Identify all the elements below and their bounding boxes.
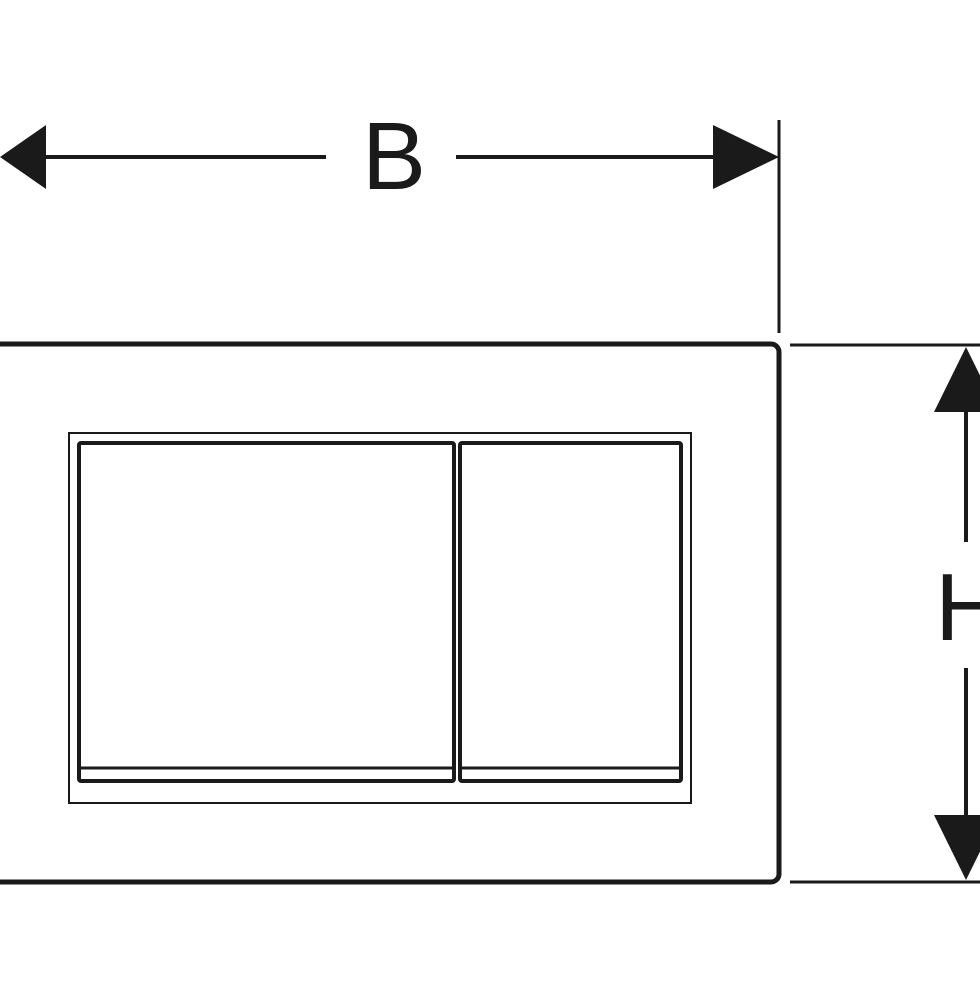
height-dimension-label: H <box>935 554 980 661</box>
height-arrowhead-bottom <box>934 815 980 880</box>
height-dimension: H <box>790 343 980 884</box>
width-arrowhead-right <box>713 125 779 189</box>
large-flush-button <box>77 441 456 783</box>
width-dimension-label: B <box>362 103 426 210</box>
width-arrowhead-left <box>0 125 46 189</box>
small-flush-button <box>458 441 683 783</box>
height-arrowhead-top <box>934 347 980 412</box>
cover-plate-outline <box>0 341 782 885</box>
small-flush-button-outline <box>458 441 683 783</box>
large-flush-button-outline <box>77 441 456 783</box>
button-frame <box>68 432 692 804</box>
width-dimension: B <box>0 103 781 333</box>
